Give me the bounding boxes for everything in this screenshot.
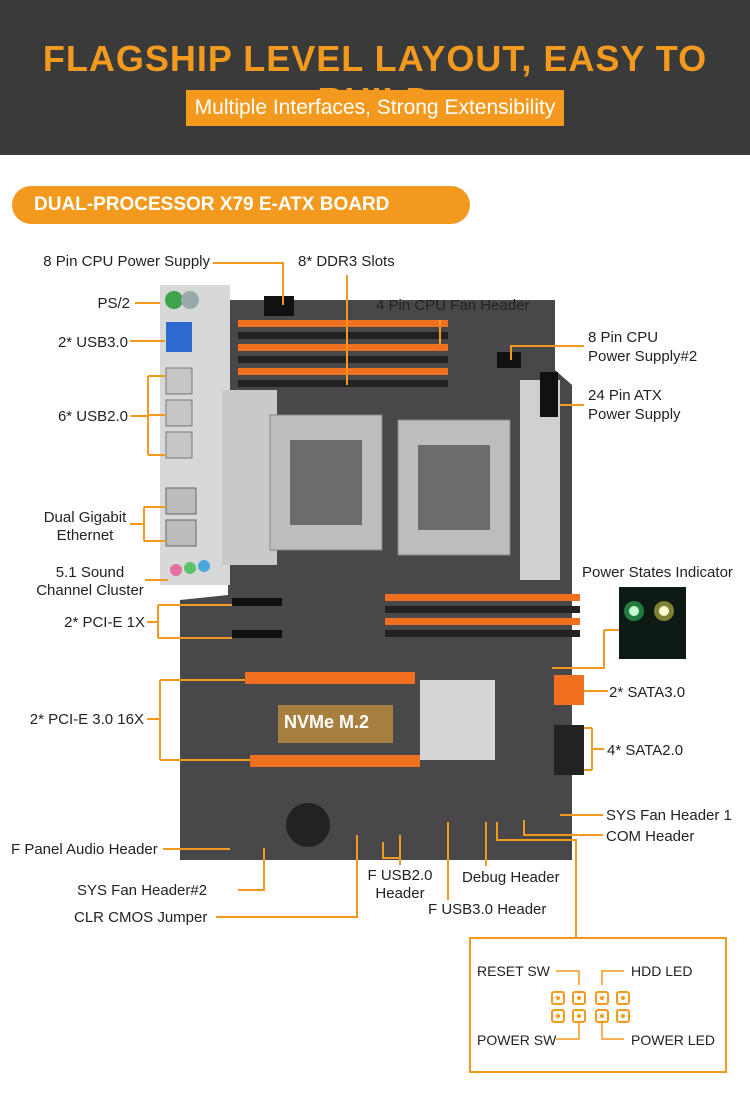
ddr3-top-slots: [238, 320, 448, 387]
label-pcie16x: 2* PCI-E 3.0 16X: [29, 711, 144, 728]
page-title: FLAGSHIP LEVEL LAYOUT, EASY TO BUILD: [42, 38, 708, 121]
label-sound-line2: Channel Cluster: [36, 582, 144, 599]
chipset-heatsink: [420, 680, 495, 760]
atx-24pin-connector: [540, 372, 558, 417]
label-sys-fan2: SYS Fan Header#2: [77, 882, 208, 899]
label-fusb2-line2: Header: [375, 885, 425, 902]
usb3-ports: [166, 322, 192, 352]
label-nvme: NVMe M.2: [284, 712, 370, 732]
pin-8: [551, 1009, 565, 1023]
label-clr-cmos: CLR CMOS Jumper: [74, 909, 208, 926]
pin-3: [595, 991, 609, 1005]
label-com-header: COM Header: [606, 828, 695, 845]
label-usb3: 2* USB3.0: [57, 334, 128, 351]
pin-label-power-led: POWER LED: [631, 1032, 716, 1048]
label-power-states: Power States Indicator: [582, 564, 733, 581]
pin-4: [616, 991, 630, 1005]
label-sound-line1: 5.1 Sound: [55, 564, 125, 581]
label-sata2: 4* SATA2.0: [607, 742, 684, 759]
pin-label-hdd-led: HDD LED: [631, 963, 693, 979]
cpu-8pin-connector-2: [497, 352, 521, 368]
cpu-socket-1: [269, 414, 383, 551]
cmos-battery: [286, 803, 330, 847]
cpu-socket-1-core: [290, 440, 362, 525]
page-subtitle: Multiple Interfaces, Strong Extensibilit…: [186, 90, 564, 126]
vrm-heatsink-left: [222, 390, 277, 565]
header-banner: [0, 0, 750, 155]
label-cpu-power: 8 Pin CPU Power Supply: [43, 253, 210, 270]
label-sata3: 2* SATA3.0: [609, 684, 686, 701]
pin-2: [572, 991, 586, 1005]
cpu-socket-2-core: [418, 445, 490, 530]
pin-leader-lines: [556, 970, 624, 1040]
label-atx-line1: 24 Pin ATX: [588, 387, 662, 404]
ethernet-port-2: [165, 519, 197, 547]
label-usb2: 6* USB2.0: [57, 408, 128, 425]
label-ethernet-line2: Ethernet: [56, 527, 114, 544]
section-label: DUAL-PROCESSOR X79 E-ATX BOARD LAYOUT: [12, 186, 470, 253]
pcie1x-slot-2: [232, 630, 282, 638]
power-led-glow: [624, 601, 674, 621]
audio-jack-green: [184, 562, 196, 574]
sata3-ports: [554, 675, 584, 705]
pcie1x-slot-1: [232, 598, 282, 606]
pin-label-reset-sw: RESET SW: [477, 963, 550, 979]
sata2-ports: [554, 725, 584, 775]
section-label-text: DUAL-PROCESSOR X79 E-ATX BOARD LAYOUT: [34, 194, 390, 253]
label-ethernet-line1: Dual Gigabit: [43, 509, 127, 526]
nvme-m2-slot: [278, 705, 393, 743]
label-fpanel-audio: F Panel Audio Header: [11, 841, 158, 858]
label-atx-line2: Power Supply: [588, 406, 681, 423]
pin-6: [595, 1009, 609, 1023]
label-ps2: PS/2: [97, 295, 130, 312]
leader-lines: [130, 262, 619, 937]
audio-jack-pink: [170, 564, 182, 576]
pin-1: [551, 991, 565, 1005]
label-fusb2-line1: F USB2.0: [367, 867, 433, 884]
label-sys-fan1: SYS Fan Header 1: [606, 807, 732, 824]
label-ddr3-slots: 8* DDR3 Slots: [298, 253, 395, 270]
ps2-port: [165, 291, 183, 309]
triangle-down-icon: [118, 237, 135, 248]
pin-label-power-sw: POWER SW: [477, 1032, 557, 1048]
label-debug-header: Debug Header: [462, 869, 560, 886]
ethernet-port-1: [165, 487, 197, 515]
front-panel-pin-diagram: RESET SW HDD LED POWER SW POWER LED: [469, 937, 727, 1073]
label-fusb3: F USB3.0 Header: [428, 901, 547, 918]
ddr3-bottom-slots: [385, 594, 580, 637]
label-cpu-power2-line2: Power Supply#2: [588, 348, 698, 365]
usb2-port-2: [165, 399, 193, 427]
label-pcie1x: 2* PCI-E 1X: [64, 614, 145, 631]
usb2-port-1: [165, 367, 193, 395]
ps2-port-2: [181, 291, 199, 309]
pin-5: [572, 1009, 586, 1023]
label-cpu-power2-line1: 8 Pin CPU: [588, 329, 659, 346]
pcie16x-slot-1: [245, 672, 415, 684]
audio-jack-blue: [198, 560, 210, 572]
usb2-port-3: [165, 431, 193, 459]
label-cpu-fan-header: 4 Pin CPU Fan Header: [376, 297, 530, 314]
pin-7: [616, 1009, 630, 1023]
pcie16x-slot-2: [250, 755, 420, 767]
cpu-8pin-connector: [264, 296, 294, 316]
power-states-indicator-image: [619, 587, 686, 659]
